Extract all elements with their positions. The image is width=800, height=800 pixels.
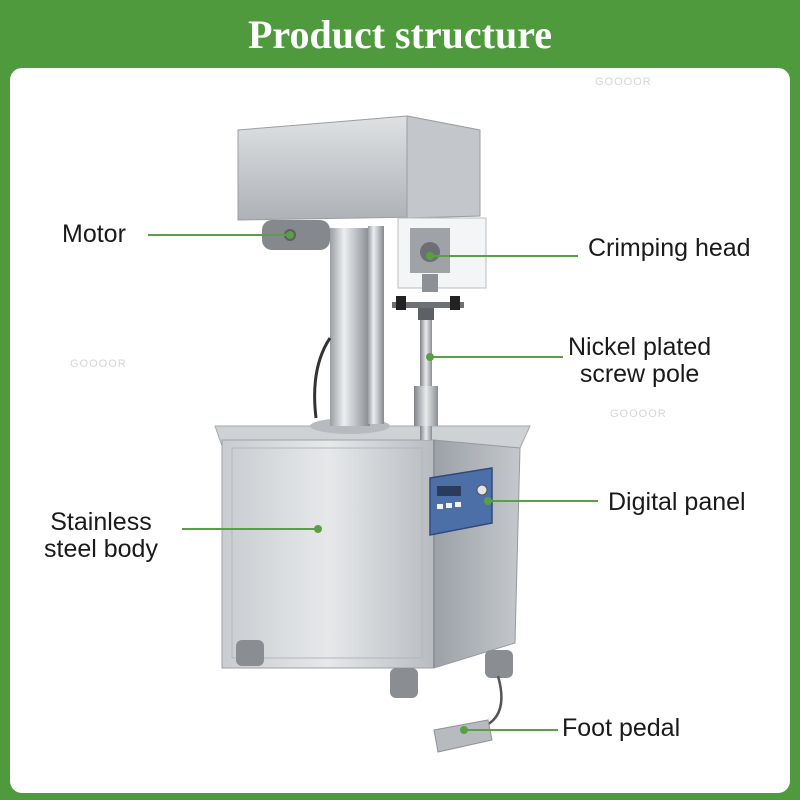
- label-screw-pole-line2: screw pole: [579, 360, 700, 388]
- caster-wheels: [236, 640, 513, 698]
- can-sealer-machine-illustration: [148, 115, 598, 753]
- foot-pedal-graphic: [433, 675, 503, 753]
- label-screw-pole: Nickel plated screw pole: [568, 334, 711, 388]
- watermark-logo: GOOOOR: [610, 408, 667, 420]
- watermark-logo: GOOOOR: [70, 358, 127, 370]
- label-body-line1: Stainless: [50, 508, 152, 536]
- watermark-logo: GOOOOR: [595, 76, 652, 88]
- label-digital-panel: Digital panel: [608, 488, 746, 516]
- column-assembly: [310, 226, 390, 434]
- label-foot-pedal: Foot pedal: [562, 714, 681, 742]
- screw-pole-graphic: [392, 296, 464, 440]
- leader-lines: [148, 231, 598, 734]
- digital-panel-graphic: [429, 467, 493, 536]
- label-crimping-head: Crimping head: [588, 234, 751, 262]
- label-motor: Motor: [62, 220, 126, 248]
- page-title: Product structure: [247, 11, 553, 57]
- label-body-line2: steel body: [44, 535, 158, 563]
- top-housing: [237, 115, 481, 221]
- label-screw-pole-line1: Nickel plated: [568, 333, 712, 361]
- label-stainless-body: Stainless steel body: [44, 509, 158, 563]
- product-image-panel: GOOOOR GOOOOR GOOOOR Motor Crimping head…: [10, 68, 790, 793]
- stainless-steel-cabinet: [214, 425, 531, 669]
